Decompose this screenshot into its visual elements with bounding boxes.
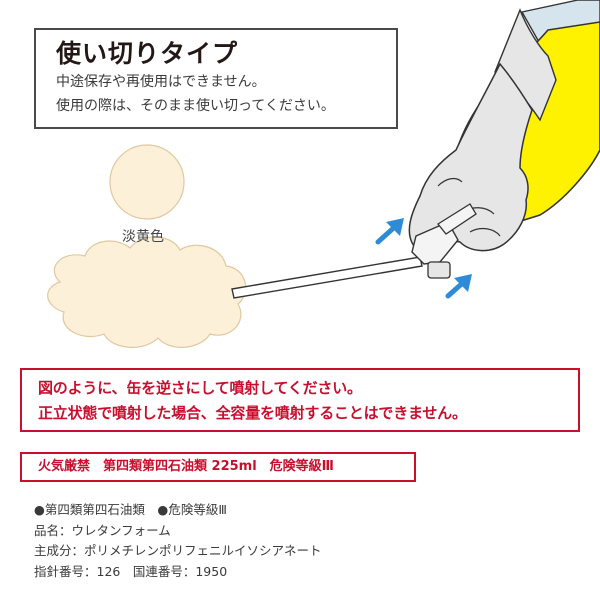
- hazard-label-box: 火気厳禁 第四類第四石油類 225ml 危険等級Ⅲ: [20, 452, 416, 482]
- title-desc-line-2: 使用の際は、そのまま使い切ってください。: [56, 98, 335, 114]
- usage-warning-box: 図のように、缶を逆さにして噴射してください。 正立状態で噴射した場合、全容量を噴…: [20, 368, 580, 432]
- title-desc-line-1: 中途保存や再使用はできません。: [56, 74, 266, 90]
- press-arrow-icon: [445, 274, 472, 299]
- spec-line-3: 主成分：ポリメチレンポリフェニルイソシアネート: [34, 543, 322, 558]
- nozzle-tube: [231, 256, 423, 299]
- warning-line-2: 正立状態で噴射した場合、全容量を噴射することはできません。: [38, 404, 467, 422]
- valve-cap: [427, 261, 451, 279]
- warning-line-1: 図のように、缶を逆さにして噴射してください。: [38, 379, 362, 397]
- spec-line-2: 品名：ウレタンフォーム: [34, 522, 171, 538]
- color-sample-circle: [109, 144, 185, 220]
- foam-cloud: [47, 236, 247, 348]
- color-label: 淡黄色: [122, 229, 164, 245]
- single-use-title-box: 使い切りタイプ 中途保存や再使用はできません。 使用の際は、そのまま使い切ってく…: [34, 28, 398, 129]
- glove-finger-line: [469, 227, 501, 237]
- glove-palm: [408, 62, 533, 252]
- spec-line-1: ●第四類第四石油類 ●危険等級Ⅲ: [34, 502, 227, 517]
- usage-illustration: [47, 0, 600, 348]
- valve-trigger: [437, 203, 477, 235]
- product-specs: ●第四類第四石油類 ●危険等級Ⅲ 品名：ウレタンフォーム 主成分：ポリメチレンポ…: [34, 500, 554, 582]
- press-arrow-icon: [375, 218, 404, 245]
- glove-thumb-line: [437, 177, 463, 187]
- spec-line-4: 指針番号：126 国連番号：1950: [34, 563, 228, 579]
- title-heading: 使い切りタイプ: [56, 39, 239, 68]
